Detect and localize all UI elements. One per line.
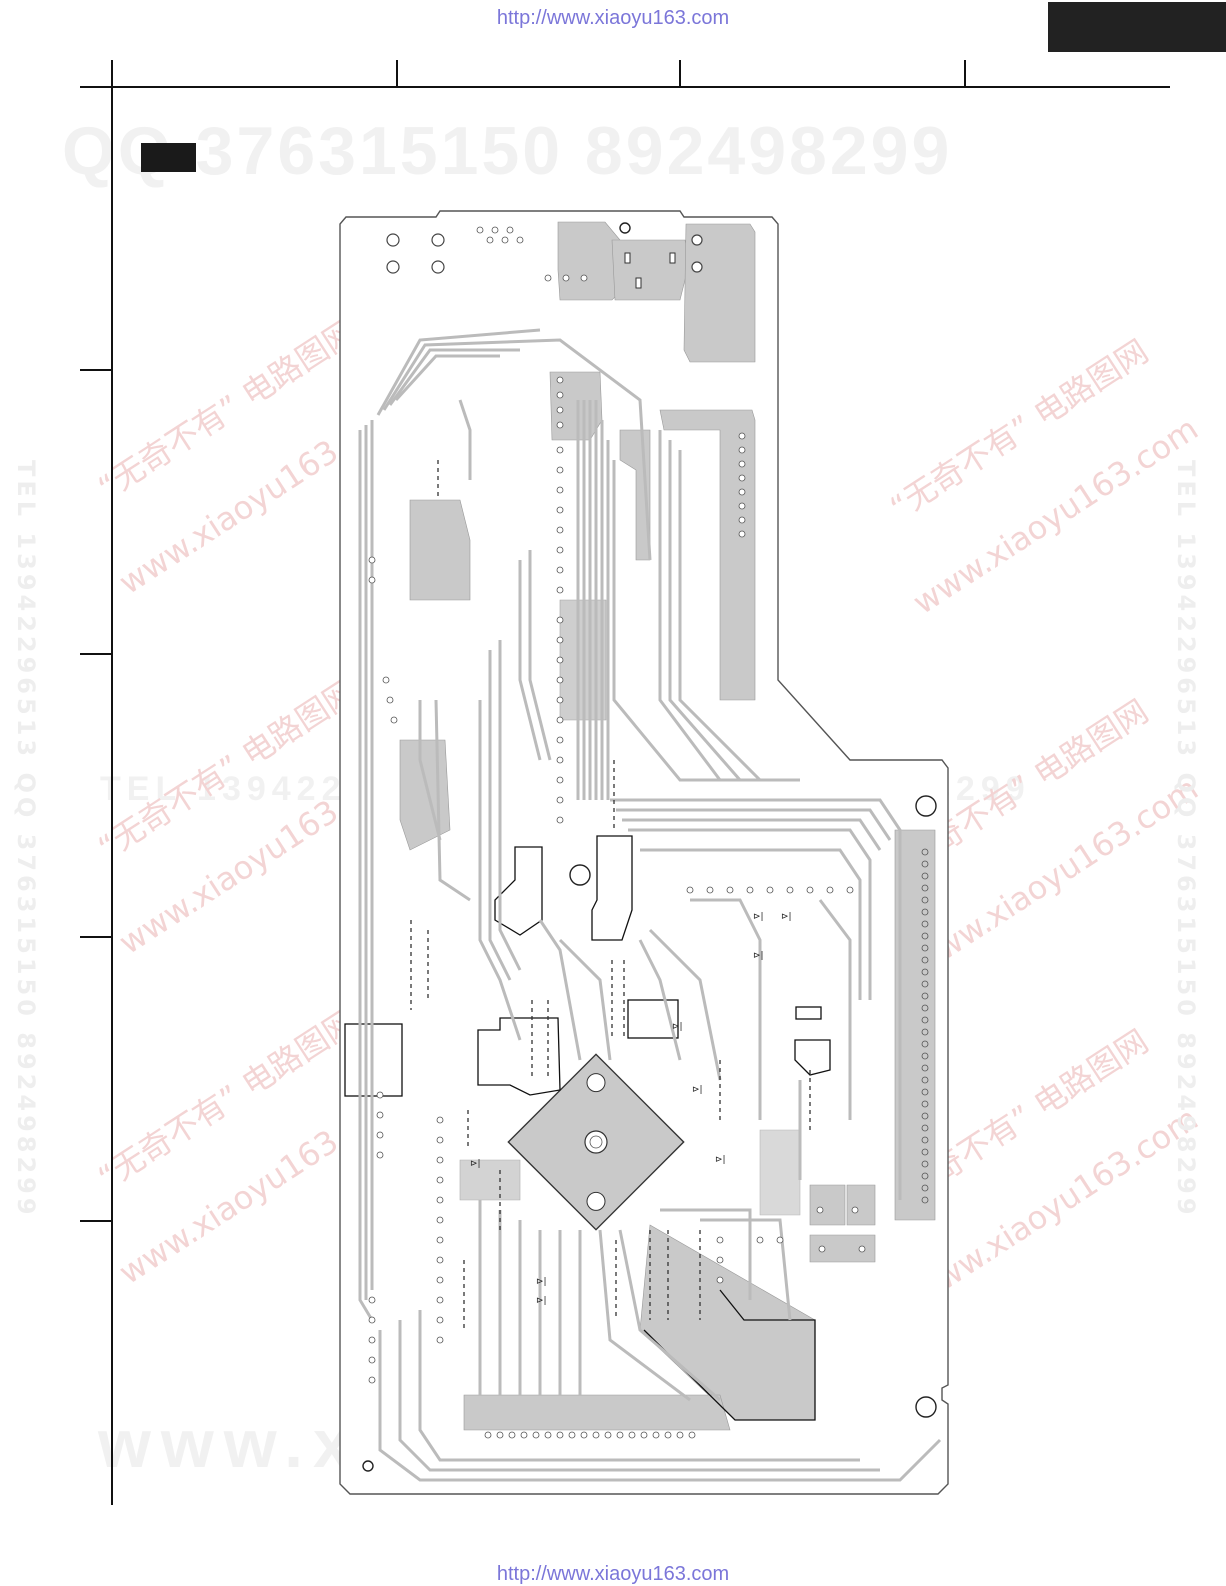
svg-text:⊳|: ⊳| [672,1022,683,1032]
svg-text:⊳|: ⊳| [753,951,764,961]
mounting-holes [362,222,937,1472]
connector-right [921,848,929,1204]
footer-url[interactable]: http://www.xiaoyu163.com [0,1563,1226,1586]
svg-text:⊳|: ⊳| [692,1085,703,1095]
header-url-text[interactable]: http://www.xiaoyu163.com [496,7,730,29]
diodes: ⊳| ⊳| ⊳| ⊳| ⊳| ⊳| ⊳| ⊳| ⊳| [470,912,792,1306]
main-ic [507,1053,685,1231]
smd-markers [410,460,811,1330]
svg-text:⊳|: ⊳| [781,912,792,922]
svg-text:⊳|: ⊳| [470,1159,481,1169]
watermark-qq: QQ 376315150 892498299 [62,113,953,189]
silkscreen-outlines [344,835,831,1421]
traces [358,328,942,1482]
page-corner-block [1048,2,1226,52]
svg-text:⊳|: ⊳| [715,1155,726,1165]
svg-text:⊳|: ⊳| [536,1277,547,1287]
svg-text:⊳|: ⊳| [753,912,764,922]
section-tag-block [141,143,196,172]
svg-text:⊳|: ⊳| [536,1296,547,1306]
top-small-rects [624,252,676,289]
header-url[interactable]: http://www.xiaoyu163.com [0,7,1226,30]
pads-column-center [368,226,866,1384]
connector-bottom [484,1431,696,1439]
footer-url-text[interactable]: http://www.xiaoyu163.com [496,1563,730,1585]
large-pads [386,233,703,274]
